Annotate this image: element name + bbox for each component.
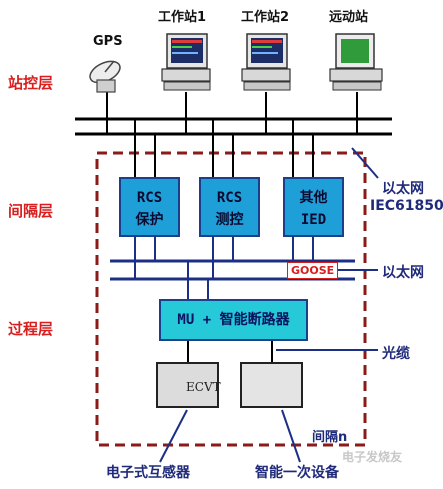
callout-ethernet-iec [351, 147, 379, 179]
goose-tag: GOOSE [287, 262, 339, 279]
smart-primary-device-label: 智能一次设备 [255, 465, 339, 481]
smart-breaker-device-box [240, 362, 303, 408]
gps-dish-icon [89, 60, 121, 93]
rcs-control-line1: RCS [216, 190, 243, 206]
workstation-1-label: 工作站1 [158, 10, 207, 25]
remote-station-icon [329, 33, 383, 91]
mu-smart-breaker-box: MU + 智能断路器 [159, 299, 308, 341]
layer-label-station: 站控层 [8, 74, 54, 92]
rcs-control-box: RCS 测控 [199, 177, 260, 237]
other-ied-line1: 其他 [299, 190, 328, 206]
bay-n-frame [95, 151, 367, 447]
layer-label-process: 过程层 [8, 320, 54, 338]
ethernet-iec-label-line2: IEC61850 [370, 198, 443, 214]
callout-breaker [281, 409, 301, 463]
electronic-transformer-label: 电子式互感器 [106, 465, 190, 481]
workstation-2-icon [241, 33, 291, 91]
remote-station-label: 远动站 [329, 10, 369, 25]
fiber-cable-label: 光缆 [382, 346, 410, 362]
rcs-control-line2: 测控 [215, 212, 244, 228]
workstation-2-label: 工作站2 [241, 10, 290, 25]
ecvt-label: ECVT [186, 380, 221, 394]
workstation-1-icon [161, 33, 211, 91]
rcs-protection-line2: 保护 [135, 212, 164, 228]
rcs-protection-box: RCS 保护 [119, 177, 180, 237]
ethernet-iec-label-line1: 以太网 [382, 181, 424, 197]
ecvt-device-box: ECVT [156, 362, 221, 408]
other-ied-box: 其他 IED [283, 177, 344, 237]
other-ied-line2: IED [300, 212, 327, 228]
watermark: 电子发烧友 [342, 450, 403, 464]
ethernet-label: 以太网 [382, 265, 424, 281]
layer-label-bay: 间隔层 [8, 202, 54, 220]
bay-n-label: 间隔n [312, 430, 348, 445]
rcs-protection-line1: RCS [136, 190, 163, 206]
gps-label: GPS [93, 34, 123, 49]
callout-ecvt [159, 409, 188, 463]
